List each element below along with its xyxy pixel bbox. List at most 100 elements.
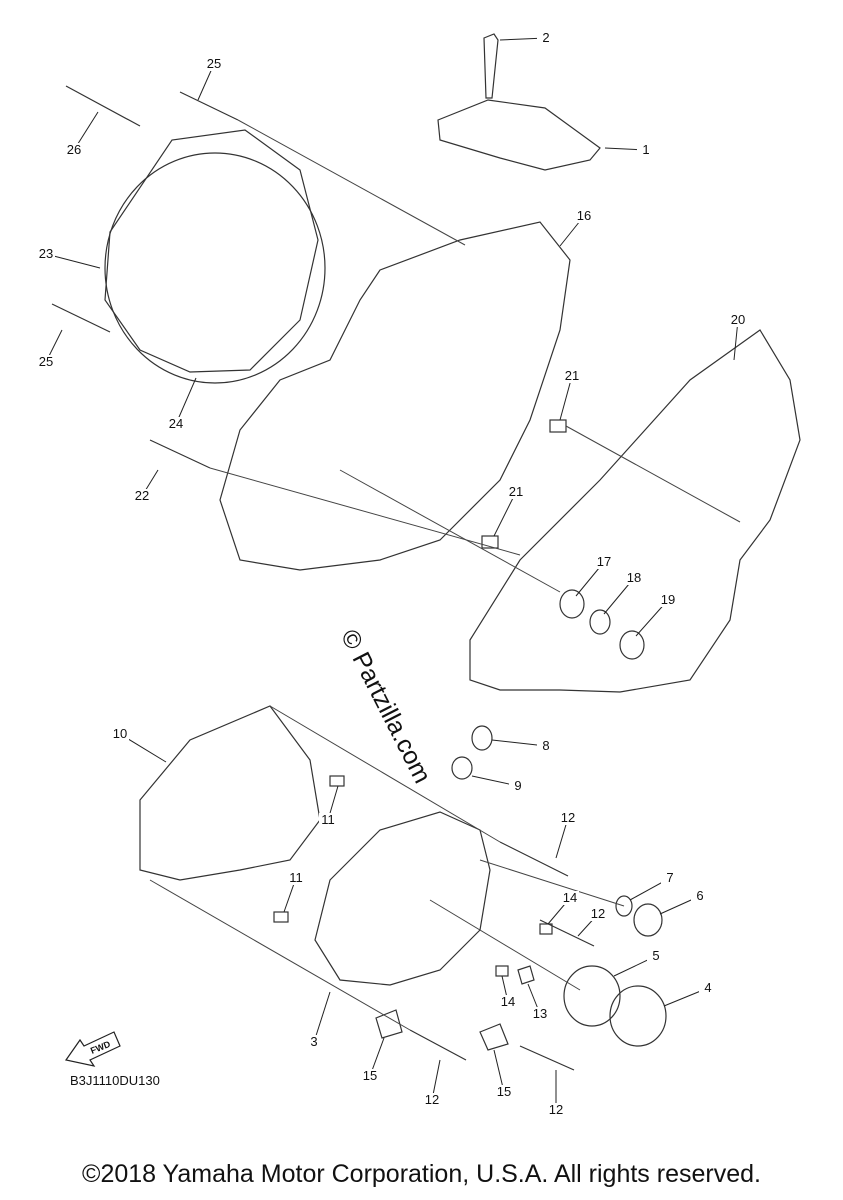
callout-c13: 13 — [533, 1006, 547, 1021]
part-12-bolt-d — [519, 1045, 575, 1071]
part-4-cap — [609, 985, 667, 1047]
callout-c12d: 12 — [549, 1102, 563, 1117]
callout-c17: 17 — [597, 554, 611, 569]
callout-c26: 26 — [67, 142, 81, 157]
part-8-plug — [471, 725, 493, 751]
callout-bg-c10 — [111, 727, 129, 741]
part-22-bolt — [149, 439, 211, 469]
callout-c5: 5 — [652, 948, 659, 963]
callout-bg-c15a — [361, 1069, 379, 1083]
callout-bg-c5 — [647, 949, 665, 963]
callout-c14a: 14 — [563, 890, 577, 905]
diagram-code: B3J1110DU130 — [70, 1073, 160, 1088]
callout-c24: 24 — [169, 416, 183, 431]
callout-c22: 22 — [135, 488, 149, 503]
callout-c3: 3 — [310, 1034, 317, 1049]
callout-c7: 7 — [666, 870, 673, 885]
callout-bg-c9 — [509, 779, 527, 793]
part-5-gasket — [563, 965, 621, 1027]
callout-bg-c16 — [575, 209, 593, 223]
callout-c18: 18 — [627, 570, 641, 585]
part-2-bolt — [483, 33, 499, 99]
callout-bg-c25b — [37, 355, 55, 369]
part-20-gasket — [469, 329, 801, 693]
leader-line-c24 — [175, 377, 197, 425]
callout-bg-c14a — [561, 891, 579, 905]
callout-c8: 8 — [542, 738, 549, 753]
callout-c21b: 21 — [509, 484, 523, 499]
part-16-crankcase-cover — [219, 221, 571, 571]
callout-bg-c24 — [167, 417, 185, 431]
leader-line-c3 — [313, 991, 331, 1043]
callout-bg-c12a — [559, 811, 577, 825]
callout-bg-c14b — [499, 995, 517, 1009]
callout-bg-c18 — [625, 571, 643, 585]
callout-c14b: 14 — [501, 994, 515, 1009]
callout-c20: 20 — [731, 312, 745, 327]
callout-bg-c19 — [659, 593, 677, 607]
callout-c23: 23 — [39, 246, 53, 261]
callout-bg-c17 — [595, 555, 613, 569]
callout-bg-c12b — [589, 907, 607, 921]
callout-c12b: 12 — [591, 906, 605, 921]
callout-c11b: 11 — [289, 870, 303, 885]
callout-bg-c2 — [537, 31, 555, 45]
part-9-o-ring — [451, 756, 473, 780]
callout-bg-c12c — [423, 1093, 441, 1107]
part-21-dowel-lower — [481, 535, 499, 549]
callout-bg-c3 — [305, 1035, 323, 1049]
callout-c21a: 21 — [565, 368, 579, 383]
callout-bg-c7 — [661, 871, 679, 885]
callout-c1: 1 — [642, 142, 649, 157]
callout-bg-c6 — [691, 889, 709, 903]
callout-c15a: 15 — [363, 1068, 377, 1083]
part-3-generator-cover — [314, 811, 491, 986]
callout-bg-c4 — [699, 981, 717, 995]
callout-c4: 4 — [704, 980, 711, 995]
part-21-dowel-upper — [549, 419, 567, 433]
callout-bg-c21b — [507, 485, 525, 499]
callout-bg-c25a — [205, 57, 223, 71]
part-18-o-ring — [589, 609, 611, 635]
callout-c19: 19 — [661, 592, 675, 607]
callout-bg-c15b — [495, 1085, 513, 1099]
part-14-dowel-b — [495, 965, 509, 977]
part-12-bolt-c — [409, 1029, 467, 1061]
part-11-dowel-b — [273, 911, 289, 923]
fwd-arrow-icon: FWD — [64, 1031, 121, 1067]
copyright-notice: ©2018 Yamaha Motor Corporation, U.S.A. A… — [82, 1160, 761, 1188]
part-13-clamp — [517, 965, 535, 985]
callout-bg-c20 — [729, 313, 747, 327]
part-25-bolt-lower — [51, 303, 111, 333]
callout-c25a: 25 — [207, 56, 221, 71]
callout-bg-c23 — [37, 247, 55, 261]
callout-bg-c21a — [563, 369, 581, 383]
part-14-dowel-a — [539, 923, 553, 935]
callout-c2: 2 — [542, 30, 549, 45]
callout-c15b: 15 — [497, 1084, 511, 1099]
callout-bg-c12d — [547, 1103, 565, 1117]
callout-bg-c13 — [531, 1007, 549, 1021]
leader-line-c21b — [493, 491, 517, 537]
callout-bg-c11a — [319, 813, 337, 827]
part-7-o-ring — [615, 895, 633, 917]
part-1-cover-plate — [437, 99, 601, 171]
callout-c12a: 12 — [561, 810, 575, 825]
callout-c12c: 12 — [425, 1092, 439, 1107]
leader-line-c21a — [559, 375, 573, 421]
callout-bg-c8 — [537, 739, 555, 753]
callout-c9: 9 — [514, 778, 521, 793]
callout-bg-c11b — [287, 871, 305, 885]
callout-c16: 16 — [577, 208, 591, 223]
part-12-bolt-a — [499, 841, 569, 877]
callout-bg-c26 — [65, 143, 83, 157]
callout-c10: 10 — [113, 726, 127, 741]
part-23-clutch-cover — [104, 129, 319, 373]
part-26-bolt — [65, 85, 141, 127]
part-15-clamp-b — [479, 1023, 509, 1051]
callout-c11a: 11 — [321, 812, 335, 827]
part-17-oil-seal — [559, 589, 585, 619]
callout-bg-c1 — [637, 143, 655, 157]
callout-c25b: 25 — [39, 354, 53, 369]
